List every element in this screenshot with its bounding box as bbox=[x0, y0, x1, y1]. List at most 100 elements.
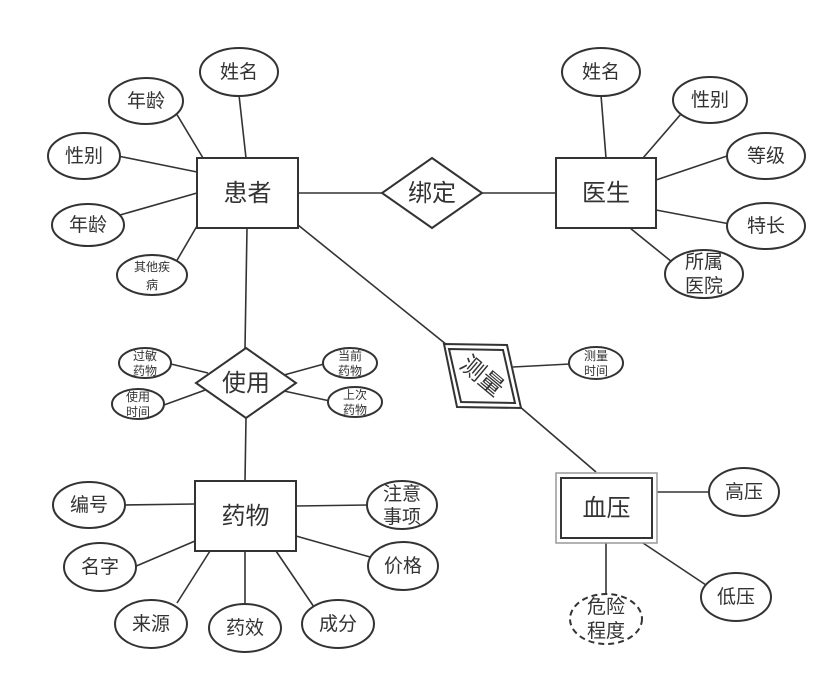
attr-use-allergy[interactable]: 过敏 药物 bbox=[118, 347, 172, 379]
edge-use-last bbox=[283, 390, 331, 402]
svg-text:姓名: 姓名 bbox=[582, 61, 620, 83]
svg-text:成分: 成分 bbox=[319, 613, 357, 635]
svg-text:病: 病 bbox=[146, 277, 158, 292]
relationship-bind[interactable]: 绑定 bbox=[380, 156, 484, 230]
attr-doctor-gender[interactable]: 性别 bbox=[672, 76, 748, 124]
svg-text:医院: 医院 bbox=[685, 275, 723, 297]
svg-text:测量: 测量 bbox=[584, 349, 608, 363]
attr-measure-time[interactable]: 测量 时间 bbox=[568, 346, 624, 380]
attr-use-current[interactable]: 当前 药物 bbox=[322, 347, 378, 379]
attr-bp-low[interactable]: 低压 bbox=[700, 572, 772, 622]
attr-patient-name[interactable]: 姓名 bbox=[199, 47, 279, 97]
relationship-bind-label: 绑定 bbox=[408, 179, 456, 207]
svg-text:姓名: 姓名 bbox=[220, 61, 258, 83]
edge-use-allergy bbox=[170, 363, 209, 374]
svg-text:药效: 药效 bbox=[226, 617, 264, 639]
edge-doctor-name bbox=[600, 94, 607, 159]
svg-text:药物: 药物 bbox=[343, 403, 367, 417]
svg-text:价格: 价格 bbox=[384, 555, 422, 577]
attr-patient-gender[interactable]: 性别 bbox=[47, 132, 121, 180]
svg-text:来源: 来源 bbox=[132, 613, 170, 635]
edge-patient-age2 bbox=[119, 192, 198, 216]
attr-bp-high[interactable]: 高压 bbox=[708, 467, 780, 517]
relationship-use-label: 使用 bbox=[222, 369, 270, 397]
svg-text:过敏: 过敏 bbox=[133, 348, 157, 363]
edge-doctor-specialty bbox=[655, 209, 731, 225]
svg-text:危险: 危险 bbox=[587, 596, 625, 618]
attr-use-last[interactable]: 上次 药物 bbox=[327, 386, 383, 418]
edge-doctor-hospital bbox=[629, 227, 673, 263]
attr-patient-age-2[interactable]: 年龄 bbox=[51, 203, 125, 247]
svg-text:年龄: 年龄 bbox=[127, 90, 165, 112]
attr-doctor-name[interactable]: 姓名 bbox=[561, 47, 641, 97]
relationship-measure[interactable]: 测量 bbox=[442, 342, 523, 410]
edge-medicine-name bbox=[133, 540, 196, 568]
edge-medicine-id bbox=[123, 503, 196, 506]
edge-doctor-gender bbox=[642, 113, 682, 159]
entity-blood-pressure[interactable]: 血压 bbox=[555, 472, 658, 544]
edge-use-time bbox=[163, 388, 209, 406]
svg-text:药物: 药物 bbox=[133, 364, 157, 378]
attr-medicine-price[interactable]: 价格 bbox=[367, 541, 439, 591]
attr-medicine-ingredient[interactable]: 成分 bbox=[301, 599, 375, 649]
edge-doctor-level bbox=[655, 154, 731, 181]
edge-patient-use bbox=[244, 227, 248, 349]
attr-doctor-hospital[interactable]: 所属 医院 bbox=[664, 249, 744, 299]
attr-medicine-id[interactable]: 编号 bbox=[52, 481, 126, 529]
svg-text:年龄: 年龄 bbox=[69, 214, 107, 236]
edge-use-current bbox=[283, 363, 325, 376]
svg-text:特长: 特长 bbox=[747, 215, 785, 237]
svg-text:程度: 程度 bbox=[587, 620, 625, 642]
relationship-use[interactable]: 使用 bbox=[194, 346, 298, 420]
attr-medicine-name[interactable]: 名字 bbox=[63, 542, 137, 592]
attr-patient-other-disease[interactable]: 其他疾 病 bbox=[116, 254, 188, 296]
svg-text:所属: 所属 bbox=[685, 251, 723, 273]
edge-medicine-source bbox=[176, 550, 211, 604]
entity-blood-pressure-label: 血压 bbox=[583, 494, 631, 522]
svg-text:注意: 注意 bbox=[383, 483, 421, 505]
entity-medicine[interactable]: 药物 bbox=[194, 480, 297, 552]
svg-text:等级: 等级 bbox=[747, 145, 785, 167]
svg-text:时间: 时间 bbox=[126, 405, 150, 419]
svg-text:上次: 上次 bbox=[343, 388, 367, 402]
svg-text:性别: 性别 bbox=[691, 89, 729, 111]
attr-doctor-specialty[interactable]: 特长 bbox=[726, 202, 806, 250]
entity-doctor-label: 医生 bbox=[582, 179, 630, 207]
attr-medicine-notes[interactable]: 注意 事项 bbox=[366, 480, 438, 530]
svg-text:使用: 使用 bbox=[126, 389, 150, 404]
svg-text:当前: 当前 bbox=[338, 348, 362, 363]
attr-use-time[interactable]: 使用 时间 bbox=[111, 388, 165, 420]
svg-text:时间: 时间 bbox=[584, 364, 608, 378]
edge-use-medicine bbox=[244, 417, 247, 482]
svg-text:其他疾: 其他疾 bbox=[134, 259, 170, 274]
entity-patient-label: 患者 bbox=[224, 179, 272, 207]
edge-patient-name bbox=[238, 94, 247, 159]
edge-medicine-notes bbox=[295, 504, 369, 507]
entity-doctor[interactable]: 医生 bbox=[555, 157, 657, 229]
edge-patient-measure bbox=[297, 224, 448, 346]
svg-text:高压: 高压 bbox=[725, 481, 763, 503]
svg-text:事项: 事项 bbox=[383, 506, 421, 528]
svg-text:名字: 名字 bbox=[81, 556, 119, 578]
edge-patient-other-disease bbox=[175, 225, 198, 263]
attr-doctor-level[interactable]: 等级 bbox=[726, 132, 806, 180]
attr-patient-age-1[interactable]: 年龄 bbox=[108, 77, 184, 125]
svg-text:编号: 编号 bbox=[70, 494, 108, 516]
edge-measure-bp bbox=[518, 405, 597, 473]
svg-text:药物: 药物 bbox=[338, 364, 362, 378]
entity-patient[interactable]: 患者 bbox=[196, 157, 299, 229]
edge-patient-gender bbox=[117, 155, 198, 173]
entity-medicine-label: 药物 bbox=[222, 502, 270, 530]
edge-patient-age1 bbox=[175, 112, 204, 159]
svg-text:低压: 低压 bbox=[717, 586, 755, 608]
edge-bp-low bbox=[642, 542, 707, 586]
attr-medicine-source[interactable]: 来源 bbox=[114, 599, 188, 649]
edge-measure-time bbox=[512, 363, 571, 368]
edge-medicine-ingredient bbox=[275, 550, 315, 608]
attr-medicine-effect[interactable]: 药效 bbox=[208, 603, 282, 653]
edge-medicine-price bbox=[295, 535, 371, 558]
edges bbox=[117, 94, 731, 608]
attr-bp-risk[interactable]: 危险 程度 bbox=[569, 593, 643, 645]
